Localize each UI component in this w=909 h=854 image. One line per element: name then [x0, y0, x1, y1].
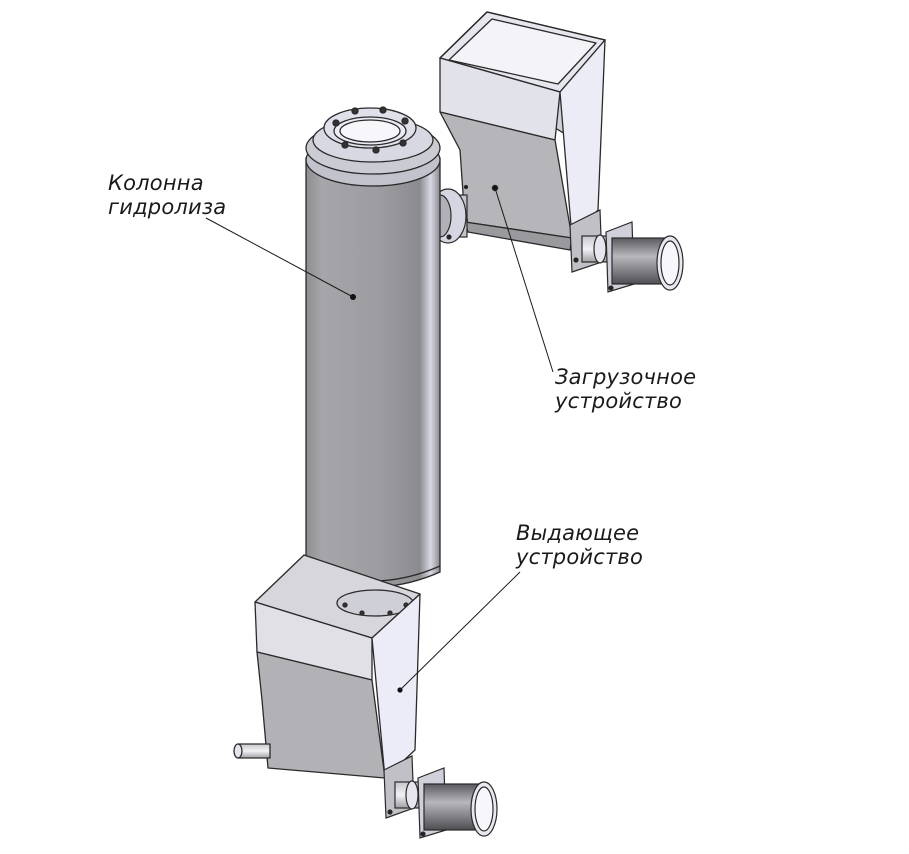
hydrolysis-column	[305, 106, 441, 588]
discharge-device-label-line2: устройство	[516, 545, 644, 569]
loading-device-label-line1: Загрузочное	[555, 365, 697, 389]
loading-device-label: Загрузочное устройство	[555, 365, 696, 413]
leader-lines	[205, 187, 554, 691]
leader-line-column	[205, 217, 354, 298]
column-label-line1: Колонна	[108, 171, 204, 195]
loading-motor	[569, 209, 684, 293]
loading-device	[439, 11, 606, 251]
loading-device-label-line2: устройство	[555, 389, 683, 413]
discharge-device	[233, 554, 421, 779]
leader-line-loading	[494, 187, 554, 373]
discharge-motor	[383, 755, 498, 839]
column-label: Колонна гидролиза	[108, 171, 226, 219]
column-label-line2: гидролиза	[108, 195, 227, 219]
discharge-device-label: Выдающее устройство	[516, 521, 643, 569]
discharge-device-label-line1: Выдающее	[516, 521, 640, 545]
leader-line-discharge	[399, 571, 521, 691]
